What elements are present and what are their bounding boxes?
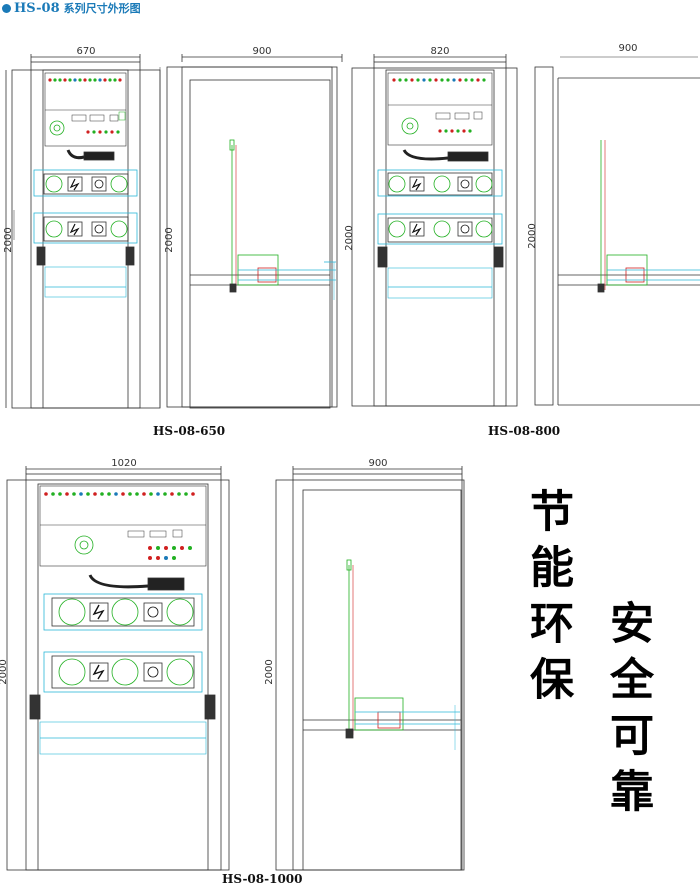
caption-hs-08-1000: HS-08-1000: [222, 872, 303, 886]
front-1000-indicators: [44, 492, 195, 560]
dim-width-650: 670: [76, 46, 95, 57]
front-650-indicators: [48, 78, 122, 134]
side-view-1000: [275, 466, 465, 871]
sheet-header: HS-08 系列尺寸外形图: [2, 0, 141, 16]
front-view-800: [351, 54, 518, 407]
dim-height-800-side: 2000: [527, 223, 538, 248]
dim-depth-1000: 900: [368, 458, 387, 469]
slogan-safe-reliable: 安全可靠: [602, 600, 653, 824]
dim-height-800: 2000: [344, 225, 355, 250]
dim-width-1000: 1020: [111, 458, 136, 469]
caption-hs-08-800: HS-08-800: [488, 424, 561, 438]
slogan-energy-saving: 节能环保: [522, 488, 573, 712]
model-name: HS-08: [14, 0, 60, 16]
front-view-650: [5, 54, 161, 409]
dim-height-1000-side: 2000: [264, 659, 275, 684]
dim-height-1000: 2000: [0, 659, 9, 684]
front-800-indicators: [392, 78, 486, 133]
bullet-icon: [2, 3, 11, 13]
dim-depth-650: 900: [252, 46, 271, 57]
dim-height-650-side: 2000: [164, 227, 175, 252]
caption-hs-08-650: HS-08-650: [153, 424, 226, 438]
side-view-650: [159, 54, 343, 409]
dim-width-800: 820: [430, 46, 449, 57]
series-title: 系列尺寸外形图: [63, 2, 141, 15]
side-view-800: [534, 56, 700, 406]
dim-height-650: 2000: [3, 227, 14, 252]
dim-depth-800: 900: [618, 43, 637, 54]
front-view-1000: [6, 466, 230, 871]
